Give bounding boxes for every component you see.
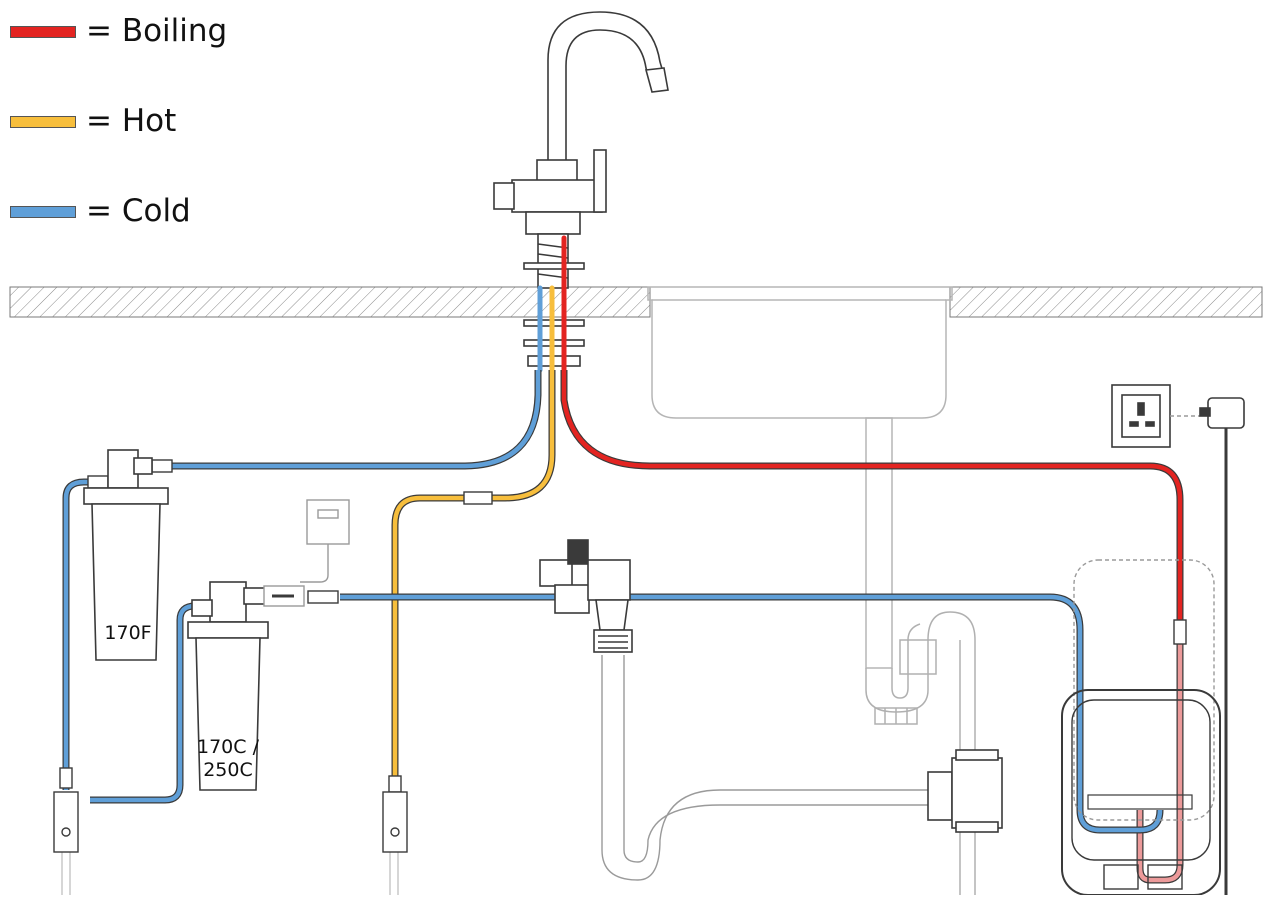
filter-label-170c-line2: 250C — [203, 758, 253, 781]
hot-swatch — [10, 115, 76, 128]
cold-pipe-to-tank — [340, 593, 1164, 834]
cold-pipe-main — [62, 478, 196, 804]
drain-hose — [601, 655, 930, 881]
legend-label-boiling: = Boiling — [86, 13, 228, 49]
filter-housing-icon — [83, 449, 169, 661]
power-socket-icon — [1111, 384, 1171, 448]
legend-label-cold: = Cold — [86, 193, 191, 229]
isolation-valve-icon — [53, 791, 408, 853]
waste-connector — [927, 749, 1003, 833]
supply-pipes — [61, 850, 399, 895]
filter-label-170f: 170F — [104, 622, 152, 644]
filter-label-170c-line1: 170C / — [197, 736, 259, 758]
hot-pipe — [391, 370, 556, 790]
legend-item-hot: = Hot — [10, 106, 176, 137]
sink-icon — [647, 286, 953, 669]
boiling-inside-tank — [1136, 640, 1184, 884]
worktop — [9, 286, 1263, 318]
pressure-valve-icon — [539, 539, 633, 653]
legend-item-cold: = Cold — [10, 196, 191, 227]
cold-pipe-to-filter — [170, 370, 542, 470]
flow-meter-icon — [263, 499, 350, 607]
legend-label-hot: = Hot — [86, 103, 177, 139]
boiling-swatch — [10, 25, 76, 38]
legend-item-boiling: = Boiling — [10, 16, 227, 47]
boiling-pipe — [560, 370, 1184, 625]
filter-label-170c: 170C / 250C — [196, 736, 260, 782]
plug-adapter-icon — [1170, 397, 1245, 895]
cold-swatch — [10, 205, 76, 218]
tap-tails — [537, 235, 567, 373]
filter-housing-icon — [187, 581, 269, 791]
